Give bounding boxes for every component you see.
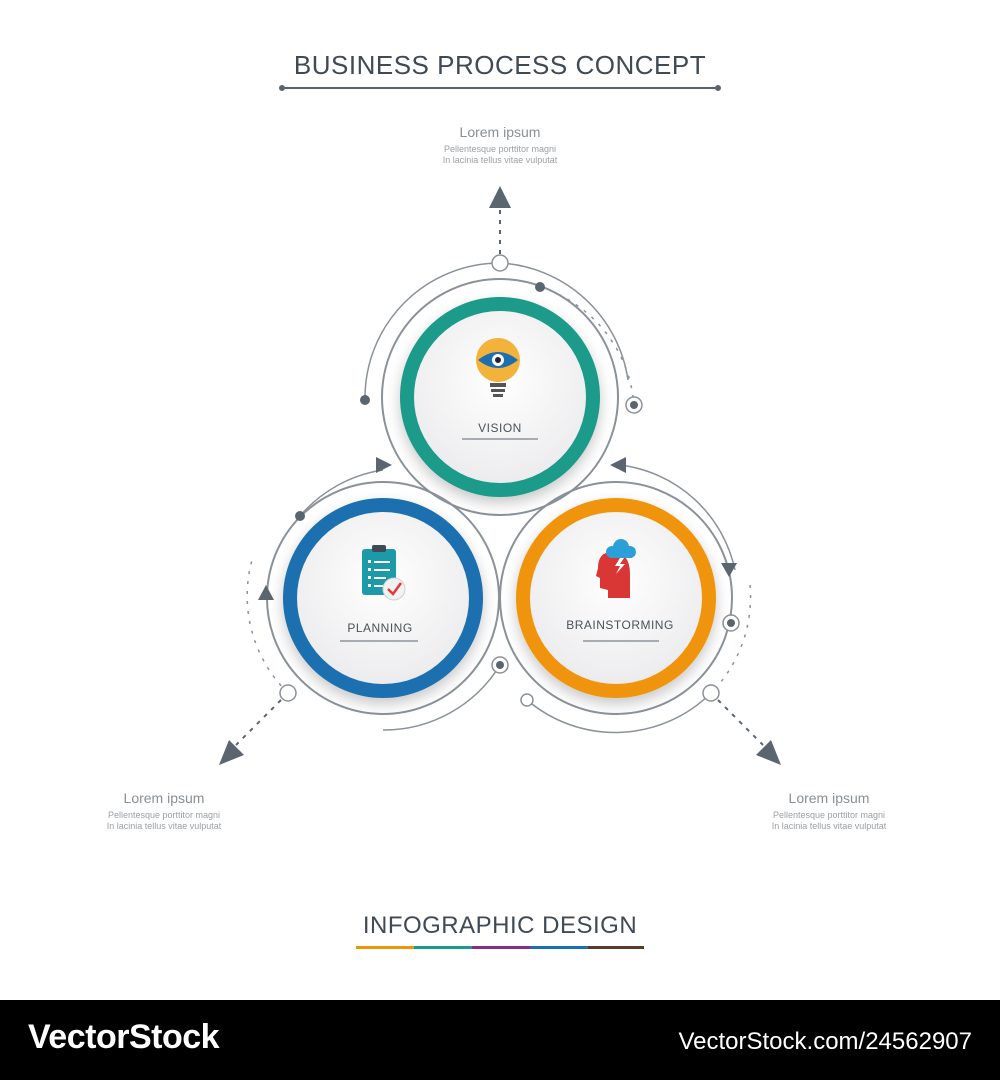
color-bar-segment [414, 946, 472, 949]
node-target-center [727, 619, 735, 627]
direction-arrows [258, 457, 737, 600]
vision-orbit-arc-right [499, 262, 629, 381]
node-circle [520, 693, 534, 707]
watermark-url: VectorStock.com/24562907 [678, 1028, 972, 1055]
planning-orbit-arc-top [299, 469, 384, 517]
planning-step [283, 498, 483, 698]
right-blurb-line-1: Pellentesque porttitor magni [772, 810, 886, 820]
right-blurb-heading: Lorem ipsum [788, 790, 870, 806]
color-bar-segment [588, 946, 644, 949]
planning-orbit-arc-bottom [382, 664, 501, 731]
node-target-center [630, 401, 638, 409]
node-target-center [496, 661, 504, 669]
top-text-block: Lorem ipsum Pellentesque porttitor magni… [390, 124, 610, 166]
page-title: BUSINESS PROCESS CONCEPT [293, 50, 707, 80]
right-arrow-head [756, 740, 781, 765]
node-dot [295, 511, 305, 521]
planning-inner-disc [297, 512, 469, 684]
node-circle [491, 254, 509, 272]
brainstorming-orbit-arc-dotted [710, 584, 752, 694]
vision-orbit-arc-dotted [539, 286, 635, 406]
top-arrow-head [489, 186, 511, 208]
brainstorming-orbit-arc-bottom [526, 692, 712, 734]
node-dot [535, 282, 545, 292]
left-arrow-line [235, 699, 282, 746]
top-blurb-line-2: In lacinia tellus vitae vulputat [442, 155, 558, 165]
node-circle [279, 684, 297, 702]
connector-nodes [279, 254, 740, 707]
right-blurb-line-2: In lacinia tellus vitae vulputat [771, 821, 887, 831]
watermark-logo: VectorStock [28, 1018, 220, 1056]
planning-label: PLANNING [347, 621, 413, 635]
watermark-footer: VectorStock VectorStock.com/24562907 [0, 1000, 1000, 1080]
brainstorming-direction-arrow [610, 457, 626, 473]
color-bar-segment [356, 946, 414, 949]
brainstorming-step [516, 498, 716, 698]
left-arrow-head [219, 740, 244, 765]
vision-orbit-arc-left [364, 262, 501, 401]
right-arrow-line [717, 699, 764, 746]
subtitle: INFOGRAPHIC DESIGN [362, 912, 638, 939]
top-blurb-heading: Lorem ipsum [459, 124, 541, 140]
title-underline-dot [715, 85, 721, 91]
clipboard-checklist-icon [362, 545, 406, 601]
left-text-block: Lorem ipsum Pellentesque porttitor magni… [54, 790, 274, 832]
orbit-arcs [246, 262, 752, 734]
planning-orbit-arc-dotted [246, 559, 289, 694]
process-diagram [219, 85, 781, 949]
right-text-block: Lorem ipsum Pellentesque porttitor magni… [719, 790, 939, 832]
brainstorming-down-arrow [721, 563, 737, 577]
planning-up-arrow [258, 585, 274, 600]
color-bar-segment [530, 946, 588, 949]
outward-arrows [219, 186, 781, 765]
brainstorming-label: BRAINSTORMING [566, 618, 674, 632]
node-circle [702, 684, 720, 702]
eye-lightbulb-icon [476, 338, 520, 397]
top-blurb-line-1: Pellentesque porttitor magni [443, 144, 557, 154]
color-bar-segment [472, 946, 530, 949]
node-dot [360, 395, 370, 405]
vision-label: VISION [478, 421, 522, 435]
brainstorming-orbit-arc-top [619, 464, 736, 571]
planning-direction-arrow [376, 457, 392, 473]
head-storm-cloud-icon [596, 539, 636, 598]
left-blurb-line-1: Pellentesque porttitor magni [107, 810, 221, 820]
subtitle-color-bar [356, 946, 644, 949]
brainstorming-outer-ring [499, 481, 733, 715]
vision-step [400, 297, 600, 497]
left-blurb-line-2: In lacinia tellus vitae vulputat [106, 821, 222, 831]
infographic-canvas: BUSINESS PROCESS CONCEPT INFOGRAPHIC DES… [54, 50, 939, 949]
left-blurb-heading: Lorem ipsum [123, 790, 205, 806]
vision-outer-ring [381, 278, 619, 516]
title-underline-dot [279, 85, 285, 91]
